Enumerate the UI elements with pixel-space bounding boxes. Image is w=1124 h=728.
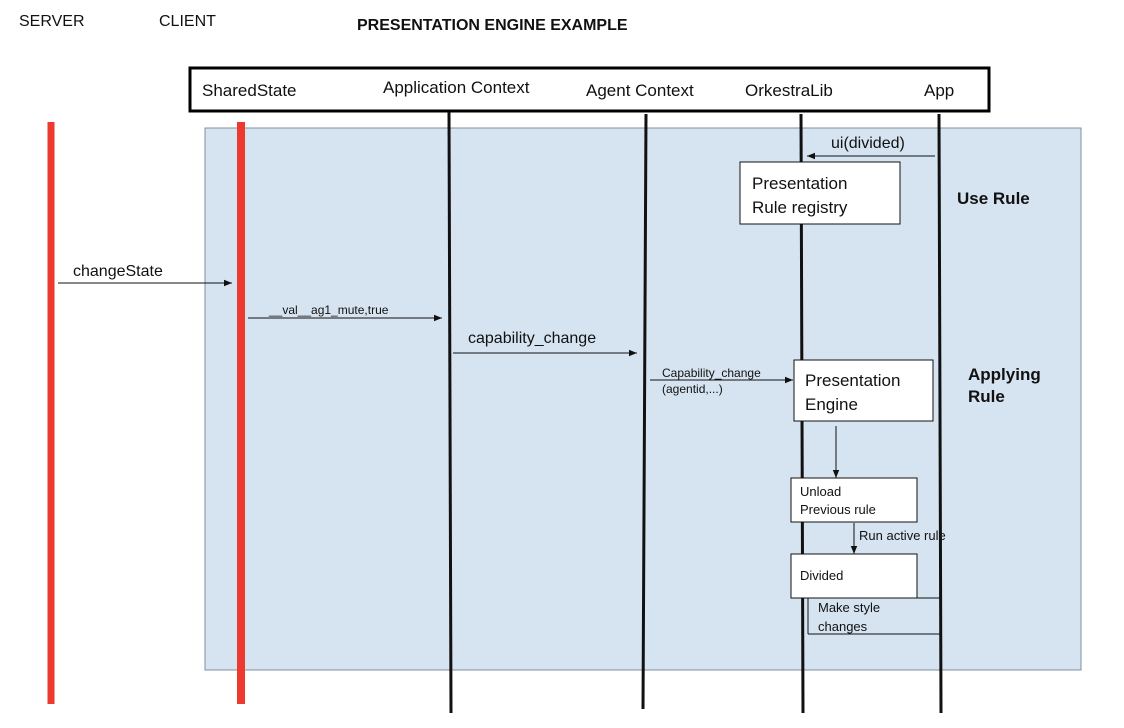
label-capability-change: capability_change bbox=[468, 330, 597, 347]
label-capability-change-call-1: Capability_change bbox=[662, 366, 761, 380]
box-divided-label: Divided bbox=[800, 568, 844, 583]
box-divided bbox=[790, 553, 918, 599]
label-make-style-2: changes bbox=[818, 619, 868, 634]
actor-orkestralib: OrkestraLib bbox=[745, 81, 833, 100]
actor-app: App bbox=[924, 81, 955, 100]
server-label: SERVER bbox=[19, 13, 85, 30]
label-run-active-rule: Run active rule bbox=[859, 528, 946, 543]
actor-application-context: Application Context bbox=[383, 78, 530, 97]
box-engine-line1: Presentation bbox=[805, 371, 901, 390]
label-change-state: changeState bbox=[73, 263, 163, 280]
phase-applying-line2: Rule bbox=[968, 387, 1005, 406]
lifeline-application-context bbox=[447, 111, 453, 714]
box-unload-previous bbox=[790, 477, 918, 523]
box-presentation-engine bbox=[793, 359, 934, 422]
box-engine-line2: Engine bbox=[805, 395, 858, 414]
actor-agent-context: Agent Context bbox=[586, 81, 694, 100]
label-ui-divided: ui(divided) bbox=[831, 135, 905, 152]
box-rule-registry-line2: Rule registry bbox=[752, 198, 848, 217]
client-label: CLIENT bbox=[159, 13, 216, 30]
box-unload-line2: Previous rule bbox=[800, 502, 876, 517]
label-capability-change-call-2: (agentid,...) bbox=[662, 382, 723, 396]
label-make-style-1: Make style bbox=[818, 600, 881, 615]
actor-header-box bbox=[188, 66, 991, 113]
box-rule-registry-line1: Presentation bbox=[752, 174, 848, 193]
actor-shared-state: SharedState bbox=[202, 81, 297, 100]
label-val-mute: __val__ag1_mute,true bbox=[269, 303, 389, 317]
phase-use-rule: Use Rule bbox=[957, 189, 1030, 208]
lifeline-app bbox=[937, 113, 943, 714]
phase-applying-line1: Applying bbox=[968, 365, 1041, 384]
diagram-title: PRESENTATION ENGINE EXAMPLE bbox=[357, 17, 628, 34]
lifeline-agent-context bbox=[641, 113, 648, 710]
box-rule-registry bbox=[739, 161, 901, 225]
box-unload-line1: Unload bbox=[800, 484, 842, 499]
